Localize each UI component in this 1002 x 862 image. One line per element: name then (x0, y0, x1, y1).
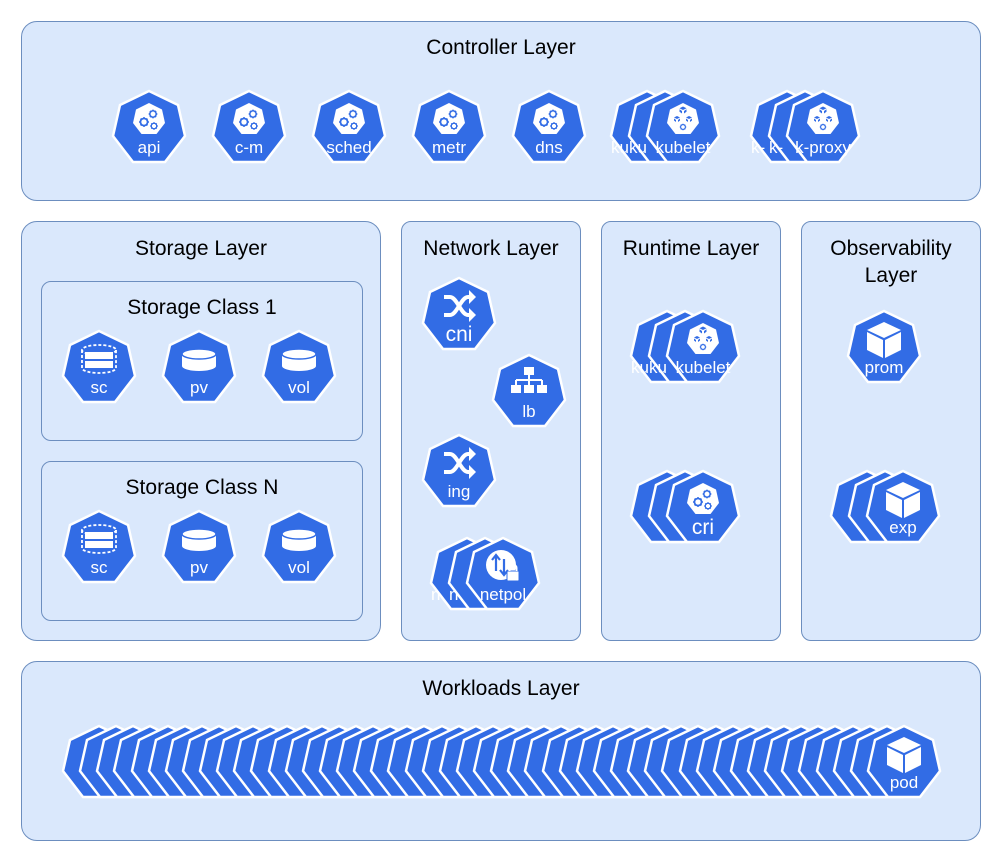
kubernetes-control-icon (129, 100, 169, 138)
kubelet_rt-node[interactable]: kubelet (663, 308, 743, 388)
network-policy-lock-icon (483, 547, 523, 585)
network-layer-title: Network Layer (423, 237, 559, 260)
netpol-node[interactable]: netpol (463, 535, 543, 615)
node-label: sched (326, 138, 372, 157)
node-label: sc (90, 378, 108, 397)
node-label: dns (535, 138, 563, 157)
dns-node[interactable]: dns (509, 88, 589, 168)
observability-layer: Observability Layer (801, 221, 981, 641)
shuffle-icon (439, 287, 479, 325)
node-label: prom (864, 358, 904, 377)
node-label: pv (190, 378, 208, 397)
sc2-node[interactable]: sc (59, 508, 139, 588)
node-label: exp (889, 518, 917, 537)
shuffle-icon (439, 444, 479, 482)
node-back-label: k- (751, 138, 766, 157)
node-label: lb (522, 402, 536, 421)
node-label: kubelet (675, 358, 731, 377)
sc1-node[interactable]: sc (59, 328, 139, 408)
persistent-volume-icon (179, 340, 219, 378)
prom-node[interactable]: prom (844, 308, 924, 388)
node-label: metr (432, 138, 466, 157)
pv1-node[interactable]: pv (159, 328, 239, 408)
hexagon-shape (421, 276, 497, 351)
node-back-label: k- (769, 138, 784, 157)
kubernetes-node-icon (803, 100, 843, 138)
network-tree-icon (509, 364, 549, 402)
lb-node[interactable]: lb (489, 352, 569, 432)
node-back-label: n (431, 585, 441, 604)
node-label: vol (288, 558, 310, 577)
node-label: cri (691, 516, 715, 539)
node-back-label: ku (649, 358, 667, 377)
storage-class-icon (79, 340, 119, 378)
runtime-layer: Runtime Layer (601, 221, 781, 641)
hexagon-shape (866, 724, 942, 799)
pod-node[interactable]: pod (864, 723, 944, 803)
cm-node[interactable]: c-m (209, 88, 289, 168)
node-label: k-proxy (795, 138, 851, 157)
api-node[interactable]: api (109, 88, 189, 168)
node-label: sc (90, 558, 108, 577)
kubernetes-node-icon (663, 100, 703, 138)
metr-node[interactable]: metr (409, 88, 489, 168)
kubernetes-node-icon (683, 320, 723, 358)
node-back-label: n (449, 585, 459, 604)
node-back-label: ku (631, 358, 649, 377)
kubernetes-control-icon (329, 100, 369, 138)
node-label: c-m (234, 138, 264, 157)
observability-title-line2: Layer (864, 264, 918, 288)
kubernetes-control-icon (529, 100, 569, 138)
storage-class-n-title: Storage Class N (125, 476, 279, 499)
kubernetes-control-icon (429, 100, 469, 138)
node-label: cni (445, 323, 473, 346)
workloads-layer-title: Workloads Layer (422, 677, 580, 700)
observability-title-line1: Observability (830, 237, 952, 260)
kubelet_ctrl-node[interactable]: kubelet (643, 88, 723, 168)
node-label: pv (190, 558, 208, 577)
kproxy-node[interactable]: k-proxy (783, 88, 863, 168)
vol2-node[interactable]: vol (259, 508, 339, 588)
volume-icon (279, 340, 319, 378)
volume-icon (279, 520, 319, 558)
node-back-label: ku (611, 138, 629, 157)
cube-icon (884, 735, 924, 773)
observability-layer-title: Observability Layer (802, 235, 980, 290)
node-label: kubelet (655, 138, 711, 157)
cube-icon (883, 480, 923, 518)
controller-layer-title: Controller Layer (426, 36, 576, 59)
exp-node[interactable]: exp (863, 468, 943, 548)
cube-icon (864, 320, 904, 358)
hexagon-shape (865, 469, 941, 544)
pv2-node[interactable]: pv (159, 508, 239, 588)
storage-class-1-title: Storage Class 1 (127, 296, 277, 319)
persistent-volume-icon (179, 520, 219, 558)
sched-node[interactable]: sched (309, 88, 389, 168)
cri-node[interactable]: cri (663, 468, 743, 548)
node-label: ing (447, 482, 471, 501)
kubernetes-control-icon (683, 480, 723, 518)
storage-layer-title: Storage Layer (135, 237, 267, 260)
hexagon-shape (846, 309, 922, 384)
node-label: netpol (479, 585, 527, 604)
cni-node[interactable]: cni (419, 275, 499, 355)
runtime-layer-title: Runtime Layer (622, 237, 760, 260)
node-label: api (137, 138, 161, 157)
storage-class-icon (79, 520, 119, 558)
node-label: pod (889, 773, 919, 792)
node-label: vol (288, 378, 310, 397)
kubernetes-control-icon (229, 100, 269, 138)
vol1-node[interactable]: vol (259, 328, 339, 408)
hexagon-shape (421, 433, 497, 508)
ing-node[interactable]: ing (419, 432, 499, 512)
node-back-label: ku (629, 138, 647, 157)
